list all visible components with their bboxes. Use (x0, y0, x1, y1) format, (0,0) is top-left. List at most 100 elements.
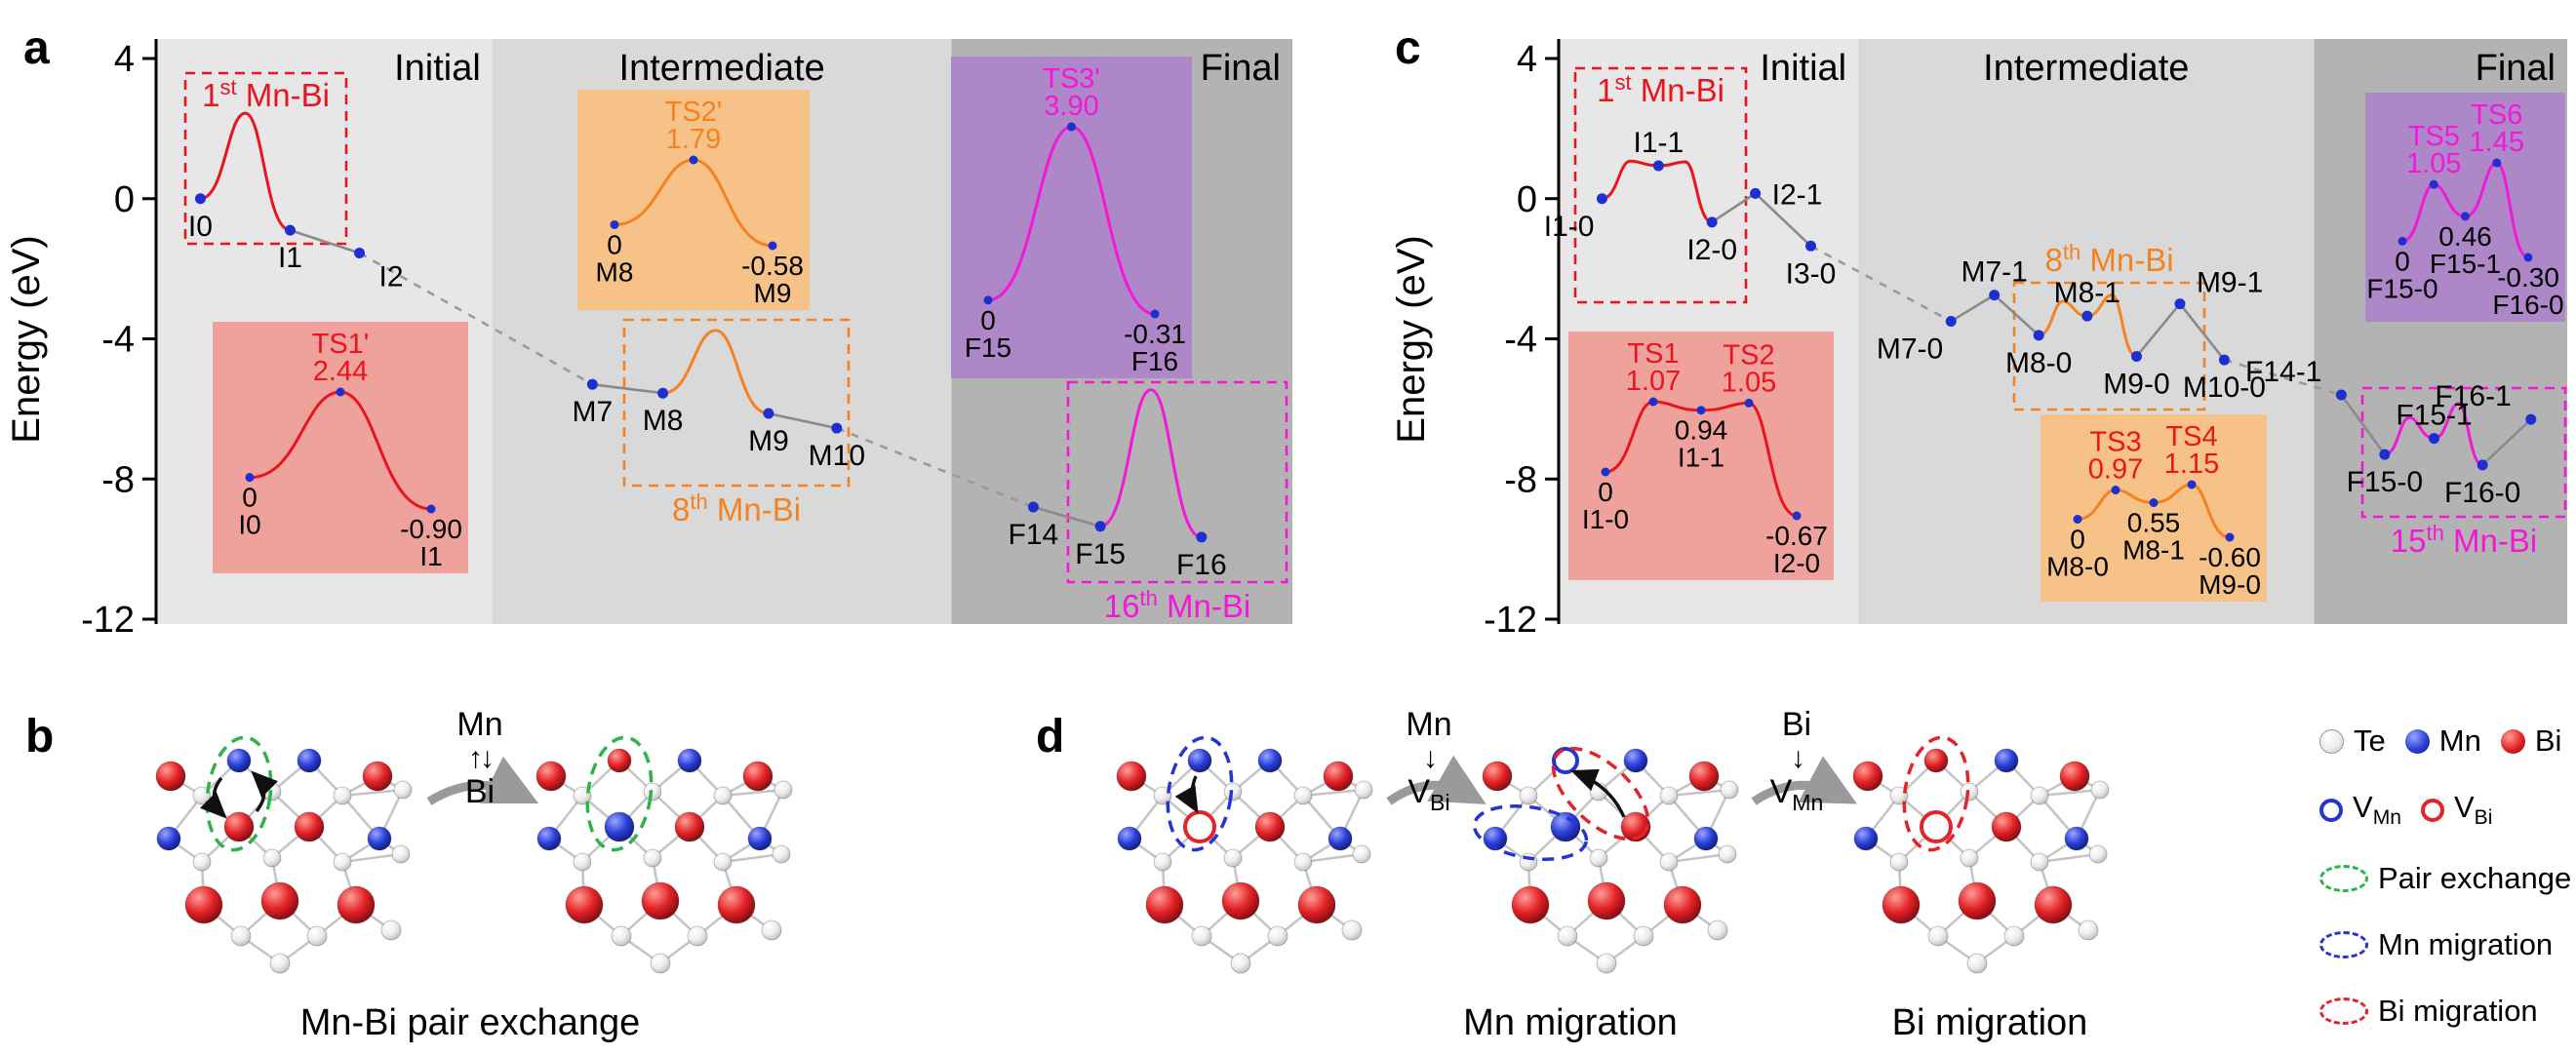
bond (1668, 852, 1728, 864)
y-tick-label: -4 (1504, 320, 1537, 361)
legend-mn-label: Mn (2438, 724, 2481, 758)
inset-ts-name: TS2' (665, 97, 723, 128)
region-label-final: Final (1201, 48, 1281, 89)
panel-a-label: a (23, 22, 50, 74)
legend-bi-migration-row: Bi migration (2319, 994, 2576, 1029)
highlight-box (2012, 281, 2206, 411)
state-label-I1: I1 (278, 242, 302, 274)
atom-te (391, 844, 411, 864)
state-point-F15-1 (2429, 433, 2440, 445)
state-label-F16: F16 (1176, 549, 1227, 581)
bond (722, 788, 784, 798)
y-tick-label: -8 (101, 459, 135, 500)
atom-bi (1882, 885, 1921, 924)
panel-bd-structures (155, 735, 2110, 974)
crystal-structure-b-final (535, 735, 793, 974)
atom-te (1223, 848, 1243, 868)
atom-te (1718, 844, 1737, 864)
migration-arrow (199, 776, 227, 819)
state-point-I1-1 (1652, 160, 1664, 172)
inset-state-value: 0 (980, 305, 996, 335)
inset-point-TS3' (1067, 122, 1076, 132)
state-point-M7 (586, 378, 598, 390)
inset-point-M8 (610, 219, 619, 229)
atom-te (573, 852, 592, 872)
atom-mn (297, 748, 322, 773)
atom-te (1633, 925, 1654, 947)
pair-exchange-ellipse (585, 735, 654, 852)
atom-te (2090, 780, 2110, 800)
atom-te (1341, 919, 1363, 941)
inset-ts-value: 1.45 (2470, 127, 2524, 158)
atom-bi (1663, 885, 1702, 924)
pair-exchange-ellipse-icon (2319, 865, 2368, 893)
bond (341, 852, 402, 864)
highlight-box (1573, 66, 1748, 304)
link-solid (1711, 192, 1757, 223)
highlight-box (2360, 386, 2567, 519)
inset-point-I1-1 (1696, 406, 1706, 415)
inset-point-I1-0 (1601, 467, 1610, 477)
atom-te (192, 852, 212, 872)
legend-vbi-label: VBi (2454, 790, 2492, 830)
state-point-M8-0 (2033, 330, 2044, 341)
inset-point-M8-0 (2073, 514, 2082, 524)
vbi-vacancy-icon (2420, 798, 2444, 822)
inset-panel (213, 322, 468, 573)
link-solid (2178, 302, 2226, 361)
state-label-M7: M7 (573, 396, 614, 428)
inset-ts-value: 3.90 (1044, 91, 1098, 122)
barrier-curve (200, 111, 291, 232)
atom-mn (1117, 826, 1142, 851)
transition-arrow (1386, 755, 1486, 805)
state-point-M9-0 (2130, 350, 2142, 362)
mn-to-vbi-arrow-label: Mn ↓ VBi (1406, 708, 1451, 815)
inset-state-name: I1 (419, 541, 442, 571)
atom-te (2078, 919, 2099, 941)
atom-te (1927, 925, 1949, 947)
atom-bi (607, 748, 632, 773)
atom-te (2003, 925, 2025, 947)
bond (1302, 852, 1363, 864)
bi-to-vmn-arrow-label: Bi ↓ VMn (1770, 708, 1824, 815)
state-point-M8 (657, 387, 669, 399)
link-dashed (2224, 358, 2342, 397)
atom-te (1153, 852, 1172, 872)
legend-atoms-row: Te Mn Bi (2319, 724, 2576, 759)
y-tick-label: 0 (114, 179, 135, 220)
bi-vacancy-ring (1920, 810, 1953, 843)
atom-bi (337, 885, 376, 924)
state-label-F16-0: F16-0 (2444, 477, 2520, 509)
inset-state-value: 0 (1598, 477, 1613, 507)
atom-te (1659, 852, 1679, 872)
inset-state-name: F15-0 (2366, 273, 2437, 303)
atom-te (761, 919, 782, 941)
y-tick-label: -4 (101, 320, 135, 361)
state-label-I2-0: I2-0 (1686, 234, 1737, 266)
inset-state-name: I1-1 (1678, 443, 1724, 473)
inset-state-name: F16 (1131, 346, 1178, 376)
region-label-initial: Initial (1760, 48, 1846, 89)
mn-vacancy-ring (1552, 747, 1579, 774)
atom-te (306, 925, 328, 947)
inset-state-name: F15 (965, 332, 1011, 363)
v-symbol: V (2453, 790, 2475, 824)
state-point-F15 (1094, 521, 1106, 532)
inset-state-name: F15-1 (2430, 249, 2501, 279)
atom-te (380, 919, 402, 941)
inset-state-name: M8-1 (2122, 535, 2185, 566)
y-tick-label: -12 (1484, 600, 1537, 641)
barrier-curve (1099, 388, 1203, 539)
atom-te (773, 780, 793, 800)
state-point-I1 (284, 224, 296, 236)
state-label-I0: I0 (188, 211, 213, 243)
atom-mn (156, 826, 181, 851)
link-solid (1033, 505, 1101, 528)
atom-bi (641, 881, 680, 920)
link-dashed (1809, 245, 1952, 323)
atom-mn (1994, 748, 2019, 773)
state-point-M9-1 (2174, 298, 2186, 310)
inset-panel (577, 90, 810, 310)
